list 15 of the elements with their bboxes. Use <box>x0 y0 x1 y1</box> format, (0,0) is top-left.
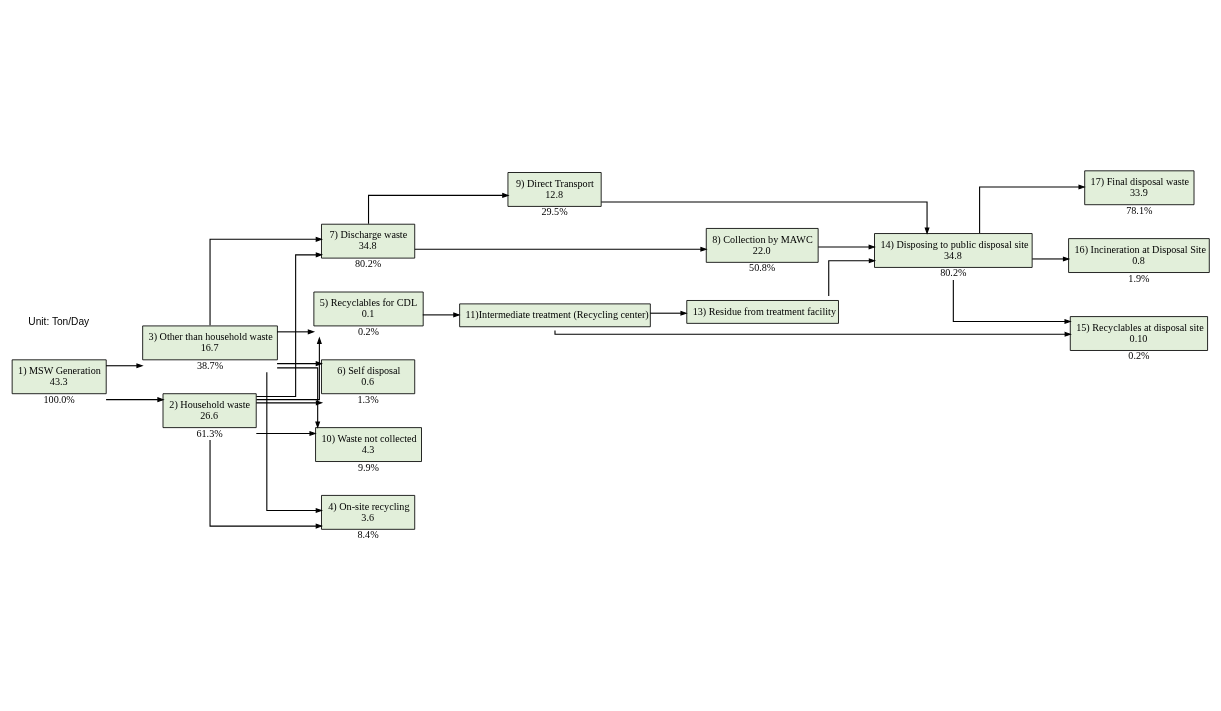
node-label: 78.1% <box>1126 204 1153 216</box>
label: Unit: Ton/Day <box>28 315 90 327</box>
node-label: 29.5% <box>541 205 568 217</box>
node-label: 100.0% <box>43 393 75 405</box>
node-label: 0.2% <box>357 325 380 337</box>
node-label: 8.4% <box>357 528 379 540</box>
node-label: 80.2% <box>940 266 967 278</box>
node-label: 61.3% <box>196 427 223 439</box>
node-label: 1.3% <box>357 393 379 405</box>
node-label: 1.9% <box>1128 272 1150 283</box>
node-label: 0.2% <box>1128 349 1150 361</box>
node-label: 9.9% <box>357 461 380 472</box>
node-label: 38.7% <box>196 359 224 371</box>
node-label: 80.2% <box>354 257 382 269</box>
node-label: 50.8% <box>749 261 776 273</box>
